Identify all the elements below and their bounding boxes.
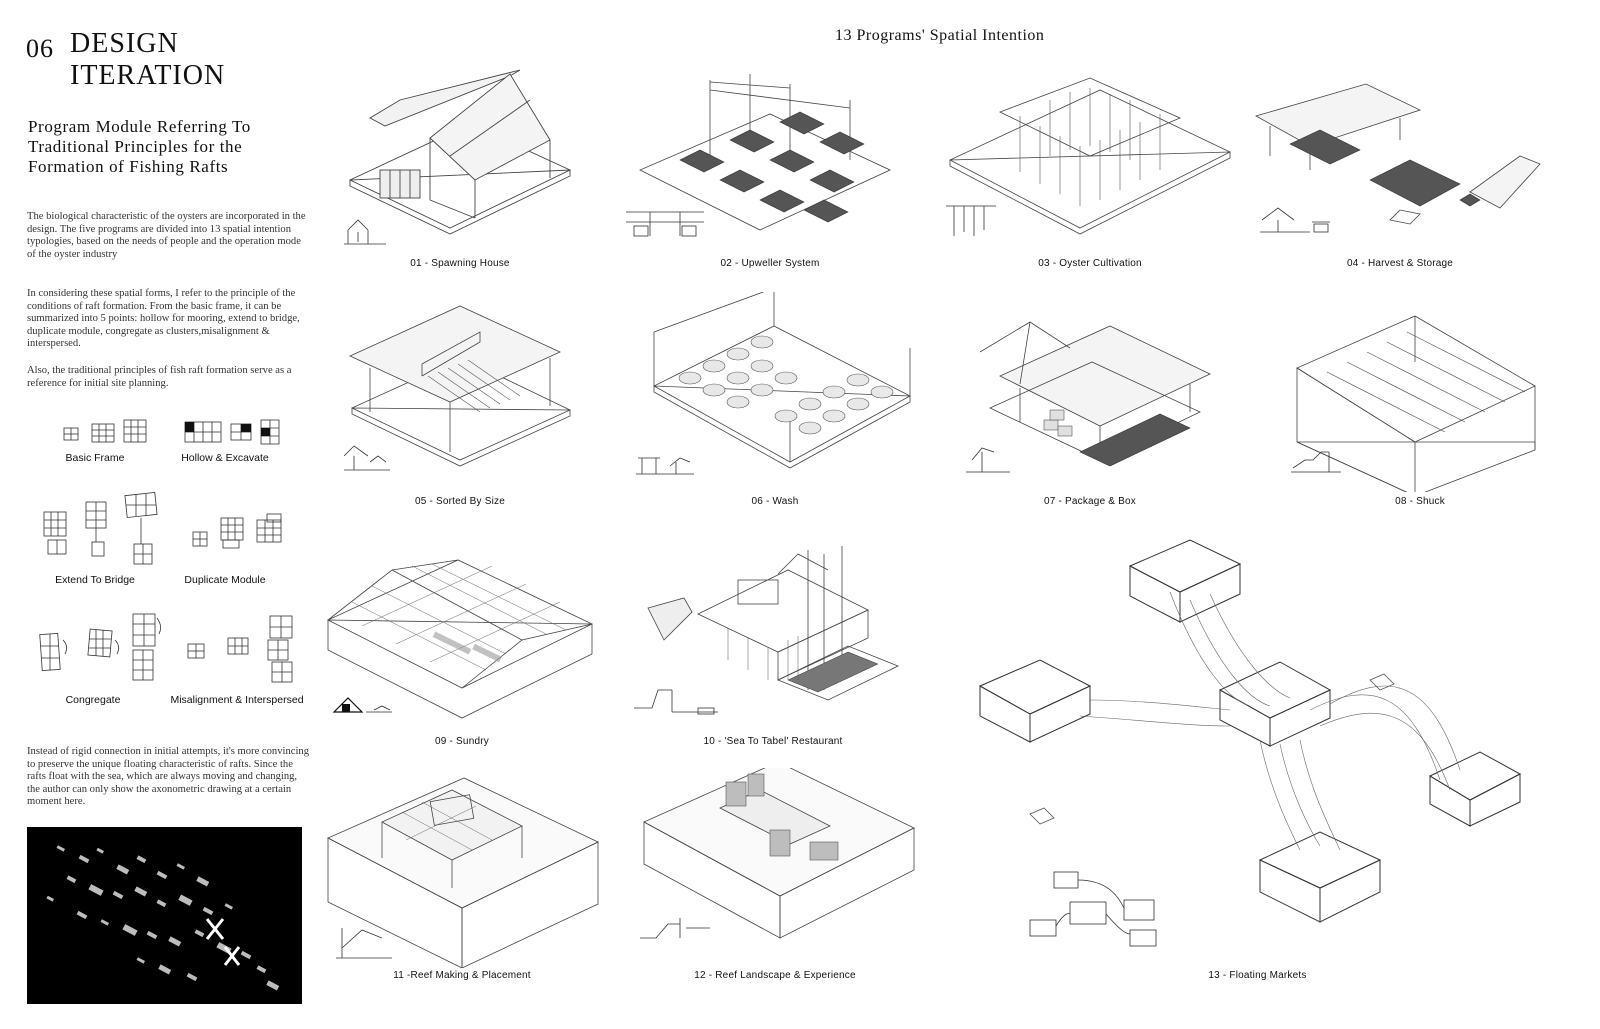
site-plan-axonometric <box>27 827 302 1004</box>
program-caption: 05 - Sorted By Size <box>415 496 505 507</box>
spawning-house-drawing <box>344 69 572 245</box>
section-title: DESIGN ITERATION <box>70 28 310 92</box>
program-05-sorted-by-size: 05 - Sorted By Size <box>330 292 590 512</box>
oyster-cultivation-drawing <box>946 77 1231 236</box>
principle-label: Extend To Bridge <box>55 574 135 586</box>
principle-label: Duplicate Module <box>184 574 266 586</box>
program-11-reef-making: 11 -Reef Making & Placement <box>322 768 602 988</box>
reef-making-drawing <box>327 777 599 968</box>
program-caption: 13 - Floating Markets <box>1208 970 1307 981</box>
program-08-shuck: 08 - Shuck <box>1285 292 1555 512</box>
basic-frame-icon <box>63 419 147 443</box>
paragraph-floating: Instead of rigid connection in initial a… <box>27 746 309 808</box>
restaurant-drawing <box>634 546 899 715</box>
principle-congregate: Congregate <box>18 610 168 706</box>
program-caption: 02 - Upweller System <box>720 258 820 269</box>
program-03-oyster-cultivation: 03 - Oyster Cultivation <box>940 60 1240 275</box>
misalignment-icon <box>187 615 293 683</box>
sorted-by-size-drawing <box>343 305 571 471</box>
section-title-line1: DESIGN <box>70 28 179 59</box>
paragraph-reference: Also, the traditional principles of fish… <box>27 365 292 389</box>
program-caption: 10 - 'Sea To Tabel' Restaurant <box>703 736 843 747</box>
harvest-storage-drawing <box>1254 83 1541 233</box>
package-box-drawing <box>966 321 1211 473</box>
program-caption: 09 - Sundry <box>435 736 489 747</box>
program-caption: 06 - Wash <box>751 496 799 507</box>
principle-label: Basic Frame <box>65 452 125 464</box>
principle-label: Misalignment & Interspersed <box>170 694 304 706</box>
reef-landscape-drawing <box>640 768 915 939</box>
program-09-sundry: 09 - Sundry <box>322 540 602 752</box>
program-13-floating-markets: 13 - Floating Markets <box>970 530 1545 990</box>
principle-label: Hollow & Excavate <box>181 452 269 464</box>
section-number: 06 <box>26 34 54 63</box>
program-02-upweller-system: 02 - Upweller System <box>620 60 920 275</box>
congregate-icon <box>39 613 161 681</box>
duplicate-module-icon <box>192 513 282 549</box>
principle-duplicate-module: Duplicate Module <box>150 510 300 586</box>
program-caption: 12 - Reef Landscape & Experience <box>694 970 856 981</box>
principle-misalignment: Misalignment & Interspersed <box>162 612 312 706</box>
paragraph-intro: The biological characteristic of the oys… <box>27 211 306 260</box>
program-caption: 01 - Spawning House <box>410 258 510 269</box>
program-06-wash: 06 - Wash <box>630 292 920 512</box>
site-plan-drawing <box>46 845 280 991</box>
principle-hollow-excavate: Hollow & Excavate <box>150 418 300 464</box>
program-caption: 03 - Oyster Cultivation <box>1038 258 1142 269</box>
program-07-package-box: 07 - Package & Box <box>960 292 1220 512</box>
program-10-restaurant: 10 - 'Sea To Tabel' Restaurant <box>628 540 918 752</box>
floating-markets-drawing <box>978 539 1522 947</box>
section-title-line2: ITERATION <box>70 60 226 91</box>
principle-basic-frame: Basic Frame <box>20 418 170 464</box>
extend-bridge-icon <box>43 492 158 565</box>
program-caption: 08 - Shuck <box>1395 496 1445 507</box>
program-12-reef-landscape: 12 - Reef Landscape & Experience <box>630 768 920 988</box>
upweller-system-drawing <box>626 74 891 237</box>
hollow-excavate-icon <box>184 419 280 445</box>
grid-title: 13 Programs' Spatial Intention <box>835 27 1045 44</box>
principle-label: Congregate <box>65 694 121 706</box>
paragraph-principles: In considering these spatial forms, I re… <box>27 288 300 350</box>
program-01-spawning-house: 01 - Spawning House <box>330 60 590 275</box>
shuck-drawing <box>1291 315 1536 492</box>
program-caption: 07 - Package & Box <box>1044 496 1136 507</box>
program-caption: 11 -Reef Making & Placement <box>393 970 531 981</box>
wash-drawing <box>636 292 911 475</box>
sundry-drawing <box>327 559 593 719</box>
subtitle: Program Module Referring To Traditional … <box>28 117 251 176</box>
program-04-harvest-storage: 04 - Harvest & Storage <box>1250 60 1550 275</box>
program-caption: 04 - Harvest & Storage <box>1346 258 1454 269</box>
principle-extend-bridge: Extend To Bridge <box>20 490 170 586</box>
